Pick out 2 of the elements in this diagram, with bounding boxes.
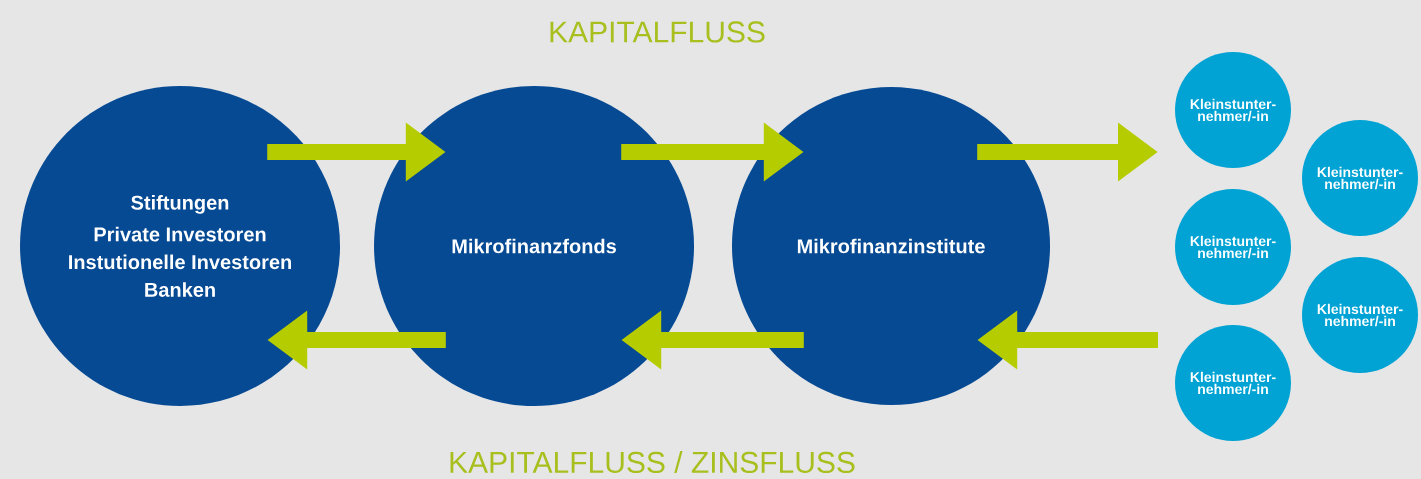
flow-heading: KAPITALFLUSS / ZINSFLUSS [450,451,855,473]
flow-heading: KAPITALFLUSS [550,21,765,43]
